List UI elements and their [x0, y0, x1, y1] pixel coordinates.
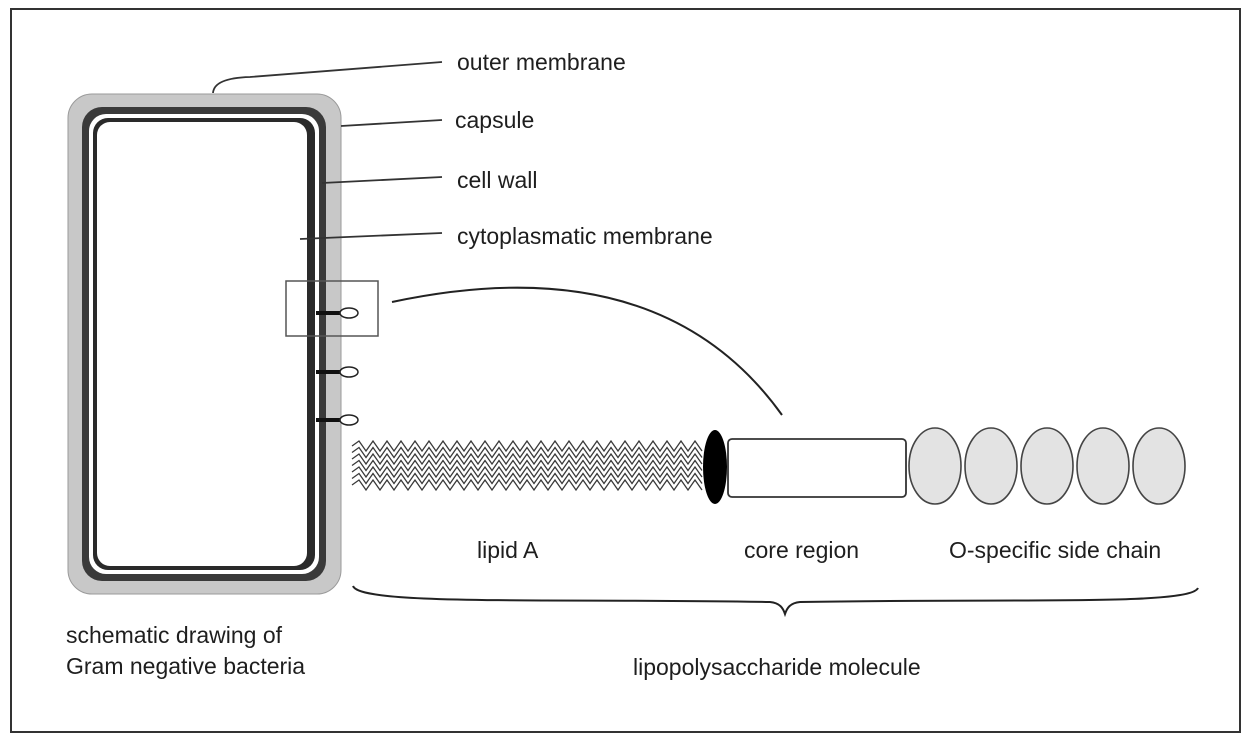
label-lipid-a: lipid A: [477, 537, 539, 563]
lps-brace: [352, 585, 1199, 618]
sugar-unit: [1076, 427, 1130, 505]
lipid-chain: [351, 459, 703, 472]
sugar-unit: [1132, 427, 1186, 505]
label-outer-membrane: outer membrane: [457, 49, 626, 75]
sugar-unit: [1020, 427, 1074, 505]
label-capsule: capsule: [455, 107, 534, 133]
bacterium-cell: [67, 93, 379, 595]
zoom-box: [285, 280, 379, 337]
core-region-block: [727, 438, 907, 498]
lipid-chain: [351, 472, 703, 485]
lipid-a-chains: [351, 439, 703, 492]
leader-capsule: [340, 119, 443, 127]
o-specific-side-chain: [908, 427, 1186, 505]
lipid-core-anchor: [703, 430, 727, 504]
leader-cytoplasmatic-membrane: [299, 232, 443, 240]
membrane-lps-marker-2: [316, 366, 359, 378]
label-cytoplasmatic-membrane: cytoplasmatic membrane: [457, 223, 713, 249]
leader-outer-membrane: [212, 61, 443, 94]
zoom-connector-arc: [391, 286, 783, 416]
cytoplasm: [97, 122, 307, 566]
sugar-unit: [964, 427, 1018, 505]
sugar-unit: [908, 427, 962, 505]
lipid-chain: [351, 478, 703, 492]
lps-molecule: [351, 427, 1186, 505]
lipid-chain: [351, 452, 703, 466]
leader-cell-wall: [321, 176, 443, 184]
lps-title: lipopolysaccharide molecule: [633, 654, 921, 680]
lipid-chain: [351, 446, 703, 459]
label-o-specific-side-chain: O-specific side chain: [949, 537, 1161, 563]
membrane-lps-marker-1: [316, 307, 359, 319]
label-cell-wall: cell wall: [457, 167, 538, 193]
lipid-chain: [351, 465, 703, 479]
caption-line-2: Gram negative bacteria: [66, 653, 305, 679]
diagram-frame: [10, 8, 1241, 733]
lipid-chain: [351, 439, 703, 453]
caption-line-1: schematic drawing of: [66, 622, 283, 648]
membrane-lps-marker-3: [316, 414, 359, 426]
label-core-region: core region: [744, 537, 859, 563]
